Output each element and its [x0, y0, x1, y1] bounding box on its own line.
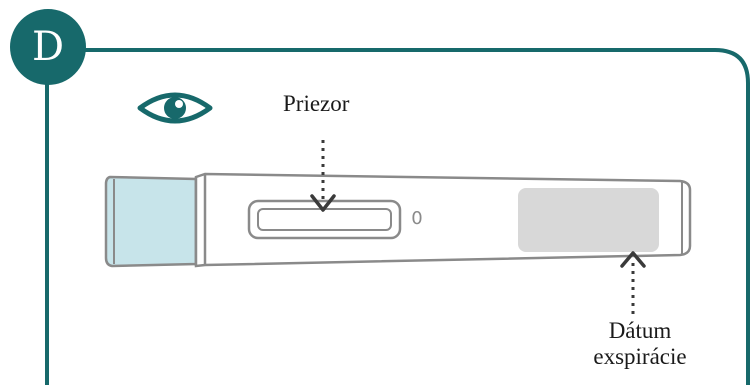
inspection-window — [247, 199, 402, 240]
pen-device: 0 — [104, 172, 692, 268]
step-badge: D — [10, 9, 86, 85]
pen-counter: 0 — [411, 208, 422, 229]
step-letter: D — [31, 24, 65, 70]
expiry-label-line2: exspirácie — [593, 344, 687, 370]
expiry-date-label: Dátum exspirácie — [565, 318, 715, 371]
window-pointer-arrow — [310, 140, 336, 212]
expiry-label-area — [518, 188, 659, 252]
expiry-pointer-arrow — [620, 251, 646, 314]
window-label: Priezor — [283, 91, 350, 116]
eye-icon — [137, 92, 213, 124]
pen-cap — [104, 175, 198, 268]
expiry-label-line1: Dátum — [608, 318, 672, 343]
